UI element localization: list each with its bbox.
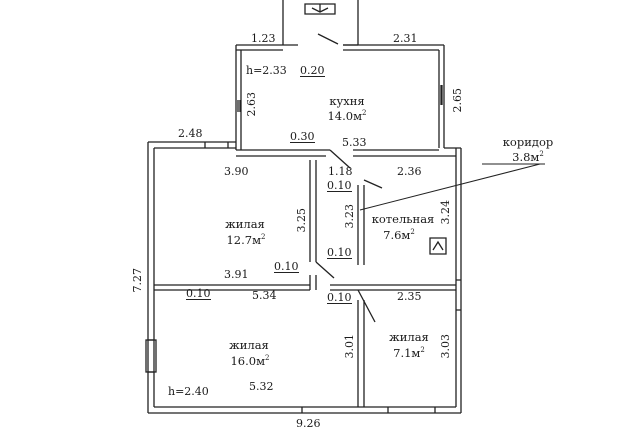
dim-2-63: 2.63 [245,92,258,117]
dim-3-23: 3.23 [343,204,356,229]
dim-2-48: 2.48 [178,127,203,140]
living1-name: жилая [225,217,265,231]
kitchen-walls [235,44,445,150]
dim-0-10-b: 0.10 [327,246,352,259]
house-walls [147,141,462,414]
corridor-name: коридор [502,135,554,149]
dim-2-65: 2.65 [451,88,464,113]
dim-3-03: 3.03 [439,334,452,359]
dim-2-35: 2.35 [397,290,422,303]
dim-0-10-a: 0.10 [327,179,352,192]
dim-3-24: 3.24 [439,200,452,225]
porch-door-arrow [304,3,336,15]
dim-0-10-c: 0.10 [274,260,299,273]
dim-0-10-e: 0.10 [327,291,352,304]
dim-3-25: 3.25 [295,208,308,233]
boiler-symbol [429,237,447,255]
living1-area: 12.7м2 [226,232,266,247]
window-marks [148,142,461,413]
living3-name: жилая [389,330,429,344]
door-swing-boiler [363,179,383,189]
dim-7-27: 7.27 [131,268,144,293]
kitchen-height: h=2.33 [246,64,287,77]
porch-door-swing [317,33,339,45]
dim-5-34: 5.34 [252,289,277,302]
living3-area: 7.1м2 [393,345,425,360]
dim-3-01: 3.01 [343,334,356,359]
corridor-leader [359,163,545,211]
dim-5-33: 5.33 [342,136,367,149]
kitchen-door-swing [329,149,351,169]
dim-bottom: 9.26 [296,417,321,430]
dim-1-18: 1.18 [328,165,353,178]
partition-kitchen-bottom [236,149,456,157]
dim-1-23: 1.23 [251,32,276,45]
dim-2-36: 2.36 [397,165,422,178]
kitchen-area: 14.0м2 [327,108,367,123]
boiler-area: 7.6м2 [383,227,415,242]
kitchen-window-left [237,100,241,112]
dim-3-91: 3.91 [224,268,249,281]
window-left-frame [145,339,157,373]
door-swing-living3 [357,289,376,323]
boiler-name: котельная [371,212,435,226]
door-swing-living1 [315,261,335,279]
dim-0-20: 0.20 [300,64,325,77]
dim-5-32: 5.32 [249,380,274,393]
corridor-wall-left [309,160,317,290]
partition-lower [357,300,365,407]
porch-outline [282,0,359,46]
kitchen-name: кухня [329,94,365,108]
dim-3-90: 3.90 [224,165,249,178]
dim-2-31: 2.31 [393,32,418,45]
kitchen-window-right [440,85,443,105]
corridor-area: 3.8м2 [512,149,544,164]
dim-0-10-d: 0.10 [186,287,211,300]
dim-0-30: 0.30 [290,130,315,143]
living2-area: 16.0м2 [230,353,270,368]
living2-name: жилая [229,338,269,352]
main-height: h=2.40 [168,385,209,398]
corridor-wall-right [357,185,365,265]
partition-middle [154,284,456,291]
